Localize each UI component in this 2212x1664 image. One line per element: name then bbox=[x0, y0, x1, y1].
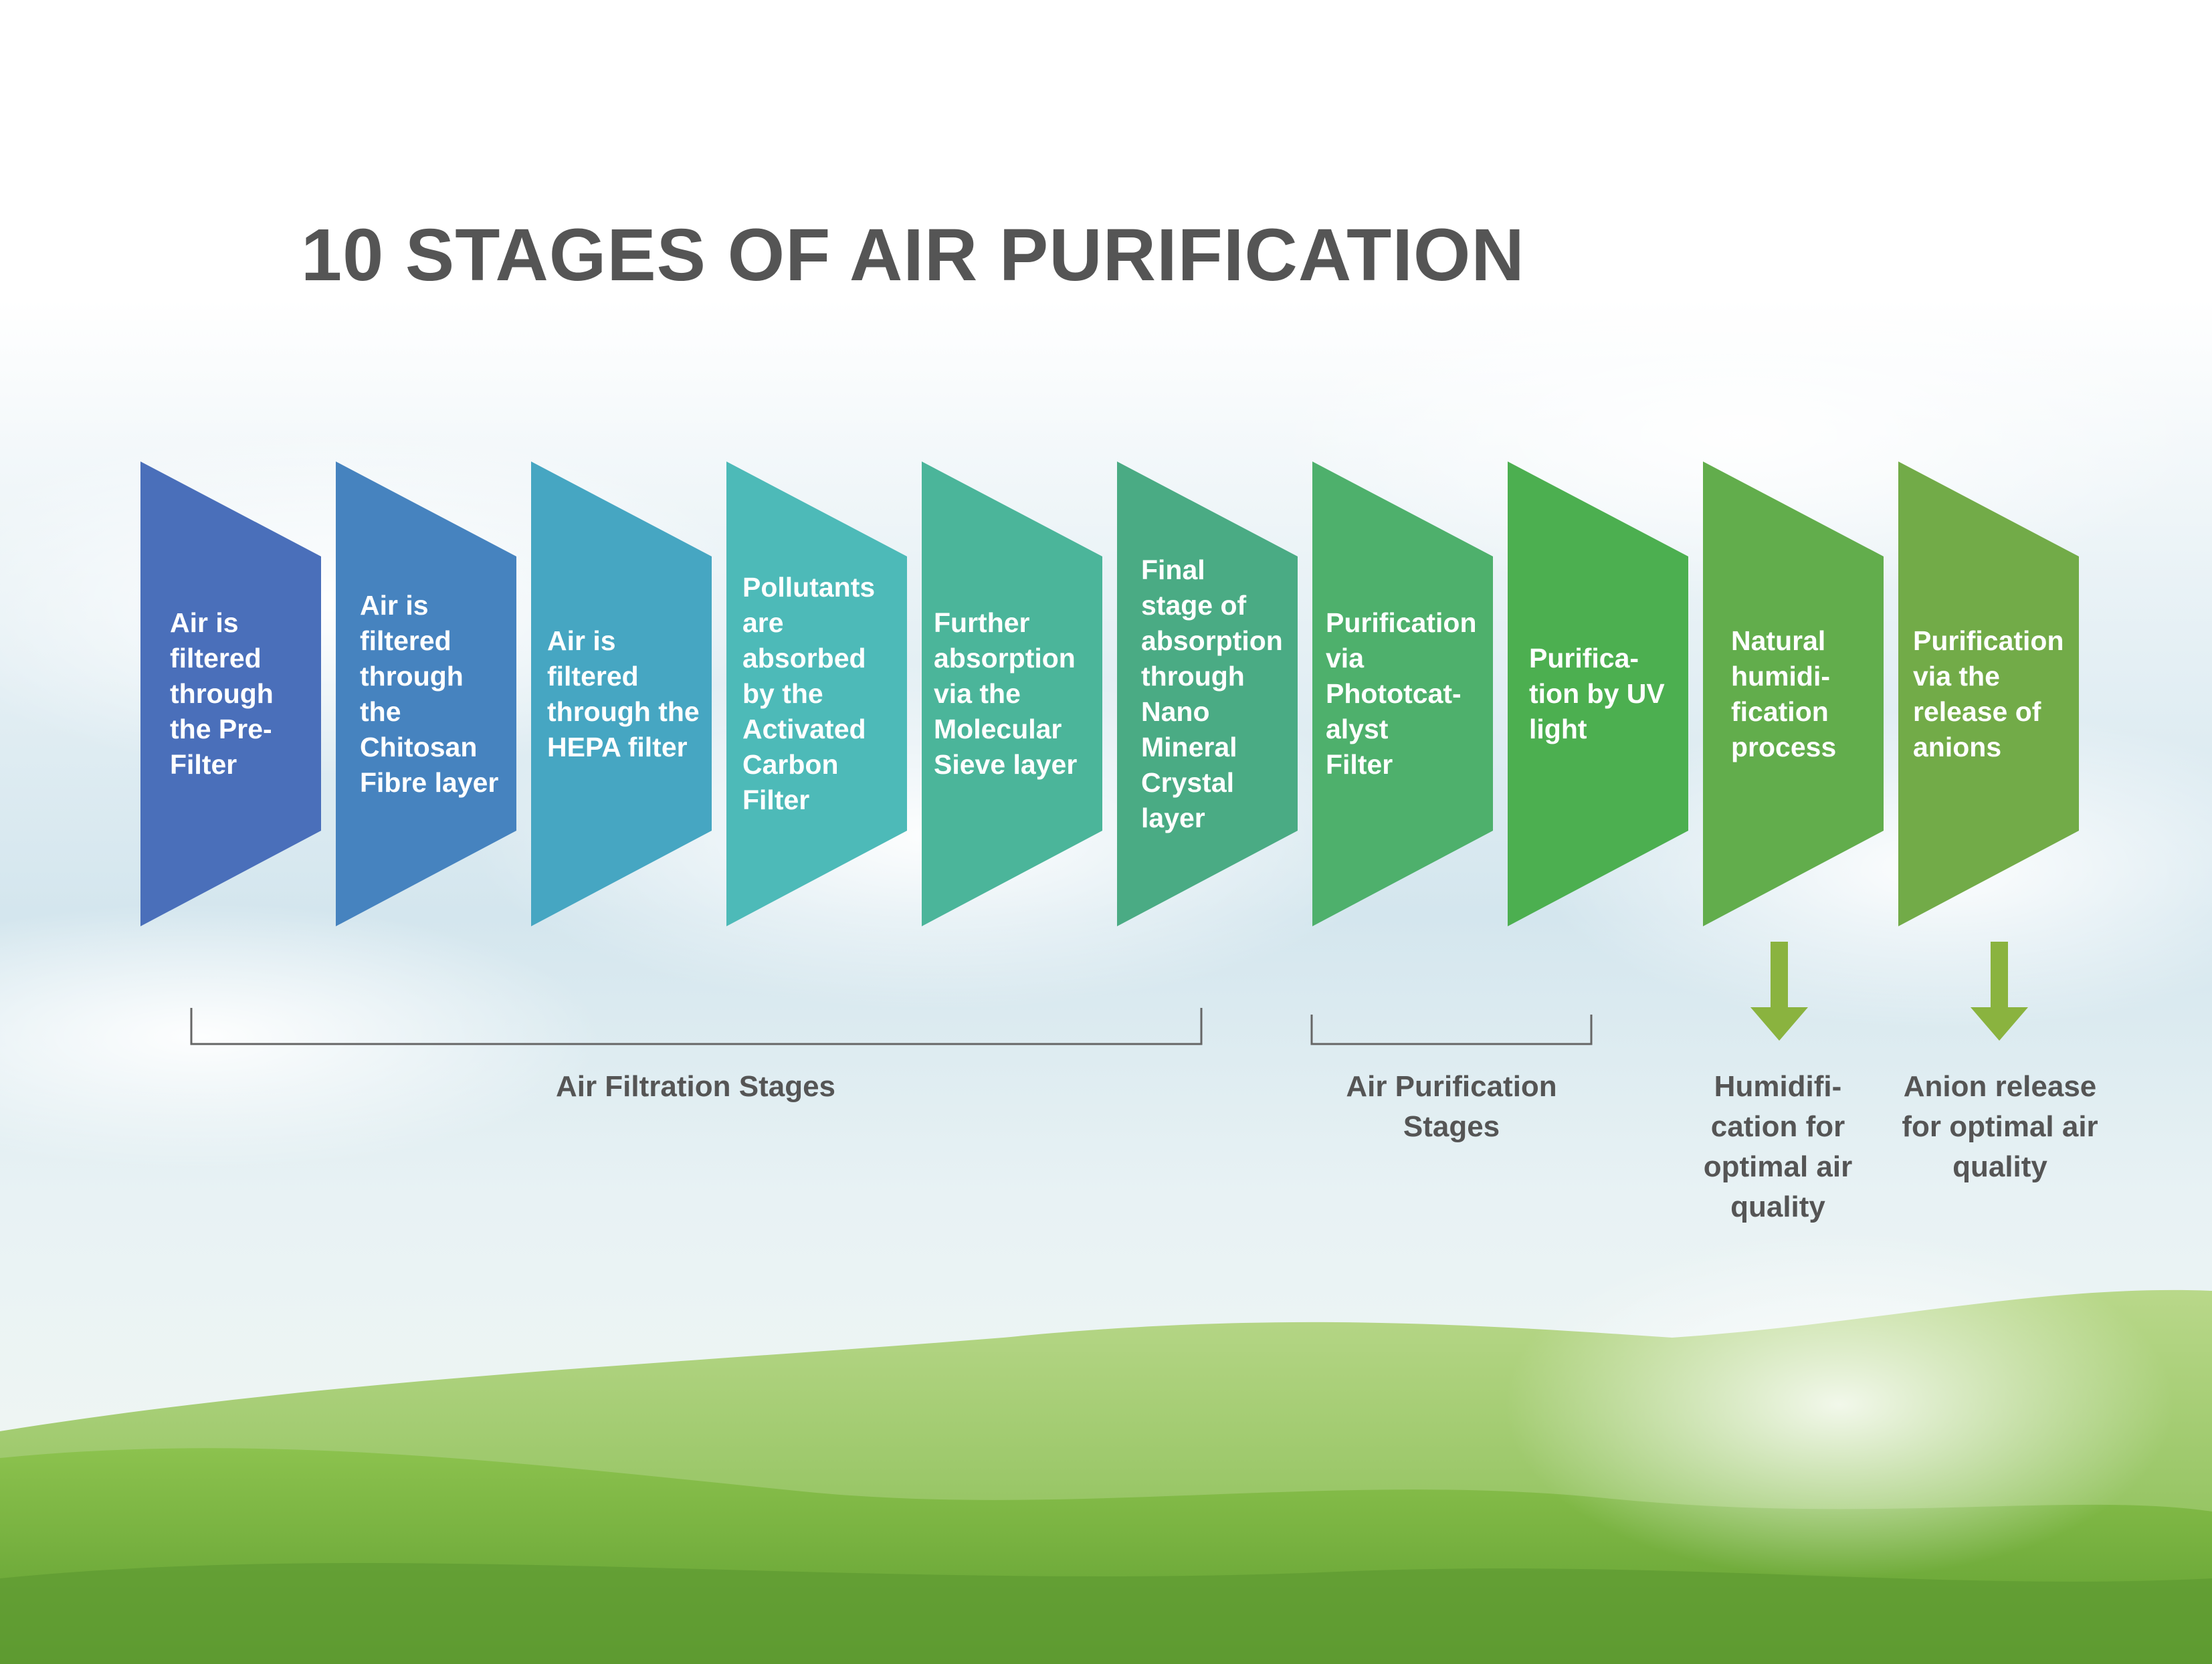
stage-shape bbox=[336, 461, 516, 926]
stage-shape bbox=[726, 461, 907, 926]
stage-10: Purification via the release of anions bbox=[1898, 461, 2079, 926]
stage-1: Air is filtered through the Pre- Filter bbox=[140, 461, 321, 926]
anion-result-label: Anion release for optimal air quality bbox=[1902, 1070, 2098, 1183]
purification-bracket bbox=[1310, 1015, 1593, 1045]
stage-8-text: Purifica- tion by UV light bbox=[1529, 643, 1665, 744]
stage-9-text: Natural humidi- fication process bbox=[1731, 625, 1837, 762]
stage-shape bbox=[1117, 461, 1298, 926]
page-title: 10 STAGES OF AIR PURIFICATION bbox=[301, 214, 1525, 296]
stage-6: Final stage of absorption through Nano M… bbox=[1117, 461, 1298, 926]
stage-4-text: Pollutants are absorbed by the Activated… bbox=[742, 572, 876, 815]
stage-shape bbox=[1898, 461, 2079, 926]
stage-3: Air is filtered through the HEPA filter bbox=[531, 461, 712, 926]
stage-7-text: Purification via Phototcat- alyst Filter bbox=[1326, 607, 1477, 780]
stage-shape bbox=[1312, 461, 1493, 926]
stage-9: Natural humidi- fication process bbox=[1703, 461, 1884, 926]
stage-6-text: Final stage of absorption through Nano M… bbox=[1141, 554, 1283, 833]
stage-shape bbox=[140, 461, 321, 926]
filtration-bracket bbox=[190, 1008, 1203, 1045]
stage-shape bbox=[1508, 461, 1688, 926]
stage-10-text: Purification via the release of anions bbox=[1913, 625, 2064, 762]
filtration-stages-label: Air Filtration Stages bbox=[555, 1070, 836, 1103]
stage-shape bbox=[1703, 461, 1884, 926]
stage-1-text: Air is filtered through the Pre- Filter bbox=[170, 607, 274, 780]
stage-5: Further absorption via the Molecular Sie… bbox=[922, 461, 1102, 926]
stage-7: Purification via Phototcat- alyst Filter bbox=[1312, 461, 1493, 926]
stage-3-text: Air is filtered through the HEPA filter bbox=[547, 625, 700, 762]
humidification-arrow-icon bbox=[1750, 942, 1808, 1041]
stage-2: Air is filtered through the Chitosan Fib… bbox=[336, 461, 516, 926]
stage-4: Pollutants are absorbed by the Activated… bbox=[726, 461, 907, 926]
stage-8: Purifica- tion by UV light bbox=[1508, 461, 1688, 926]
stage-2-text: Air is filtered through the Chitosan Fib… bbox=[360, 589, 499, 798]
anion-arrow-icon bbox=[1971, 942, 2028, 1041]
humidification-result-label: Humidifi- cation for optimal air quality bbox=[1703, 1070, 1853, 1223]
stage-shape bbox=[531, 461, 712, 926]
purification-stages-label: Air Purification Stages bbox=[1346, 1070, 1557, 1143]
stage-5-text: Further absorption via the Molecular Sie… bbox=[934, 607, 1078, 780]
stage-shape bbox=[922, 461, 1102, 926]
